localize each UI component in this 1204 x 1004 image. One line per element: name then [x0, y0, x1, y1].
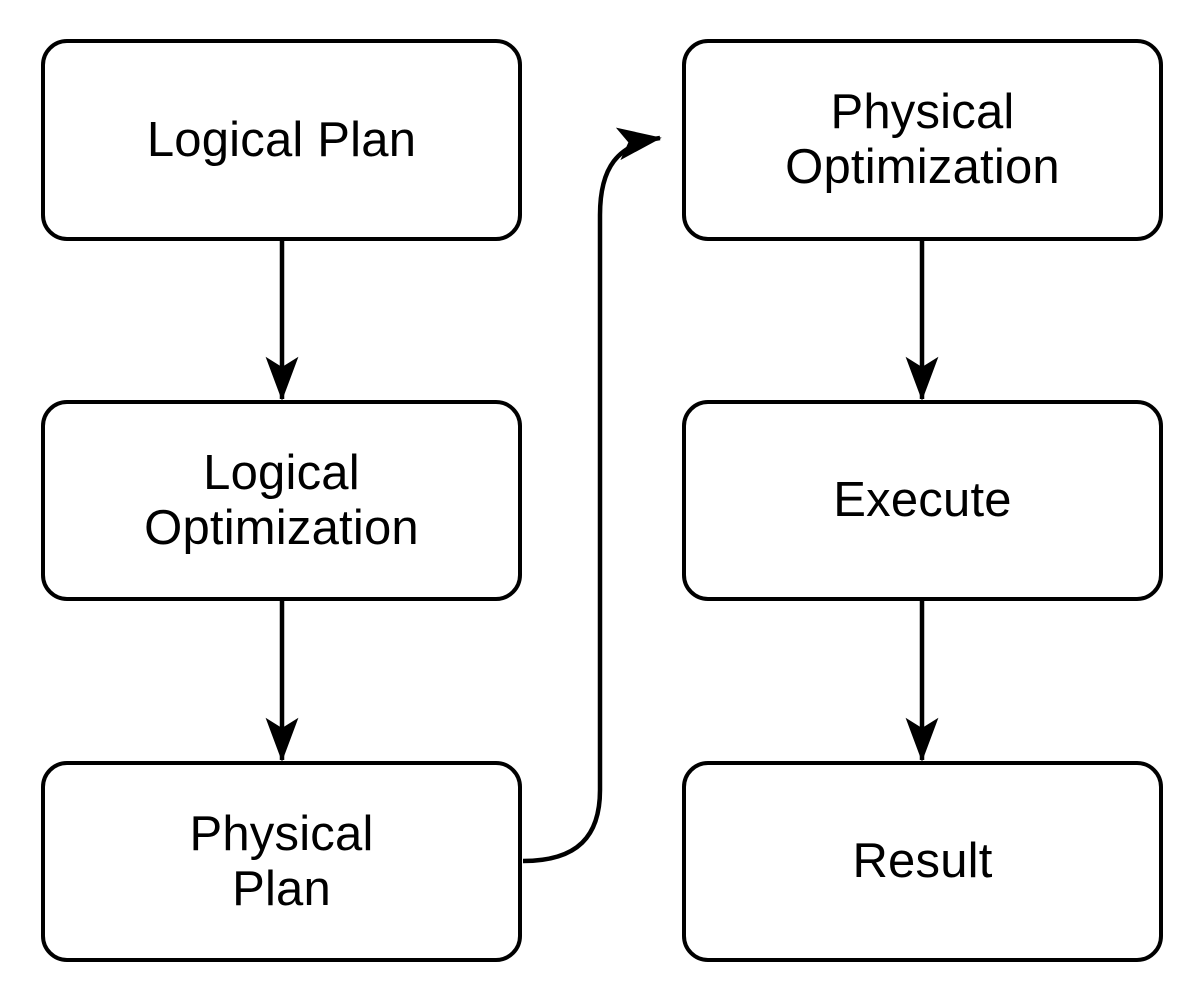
- node-physical-plan[interactable]: Physical Plan: [41, 761, 522, 962]
- node-result-label: Result: [852, 834, 993, 889]
- node-logical-optimization[interactable]: Logical Optimization: [41, 400, 522, 601]
- node-logical-plan-label: Logical Plan: [146, 112, 417, 167]
- node-logical-plan[interactable]: Logical Plan: [41, 39, 522, 241]
- node-execute[interactable]: Execute: [682, 400, 1163, 601]
- node-physical-plan-label: Physical Plan: [189, 806, 374, 916]
- arrow-physical-plan-to-physical-optimization: [522, 127, 662, 864]
- node-execute-label: Execute: [833, 473, 1012, 528]
- node-physical-optimization[interactable]: Physical Optimization: [682, 39, 1163, 241]
- node-result[interactable]: Result: [682, 761, 1163, 962]
- node-logical-optimization-label: Logical Optimization: [144, 445, 419, 555]
- node-physical-optimization-label: Physical Optimization: [785, 85, 1060, 194]
